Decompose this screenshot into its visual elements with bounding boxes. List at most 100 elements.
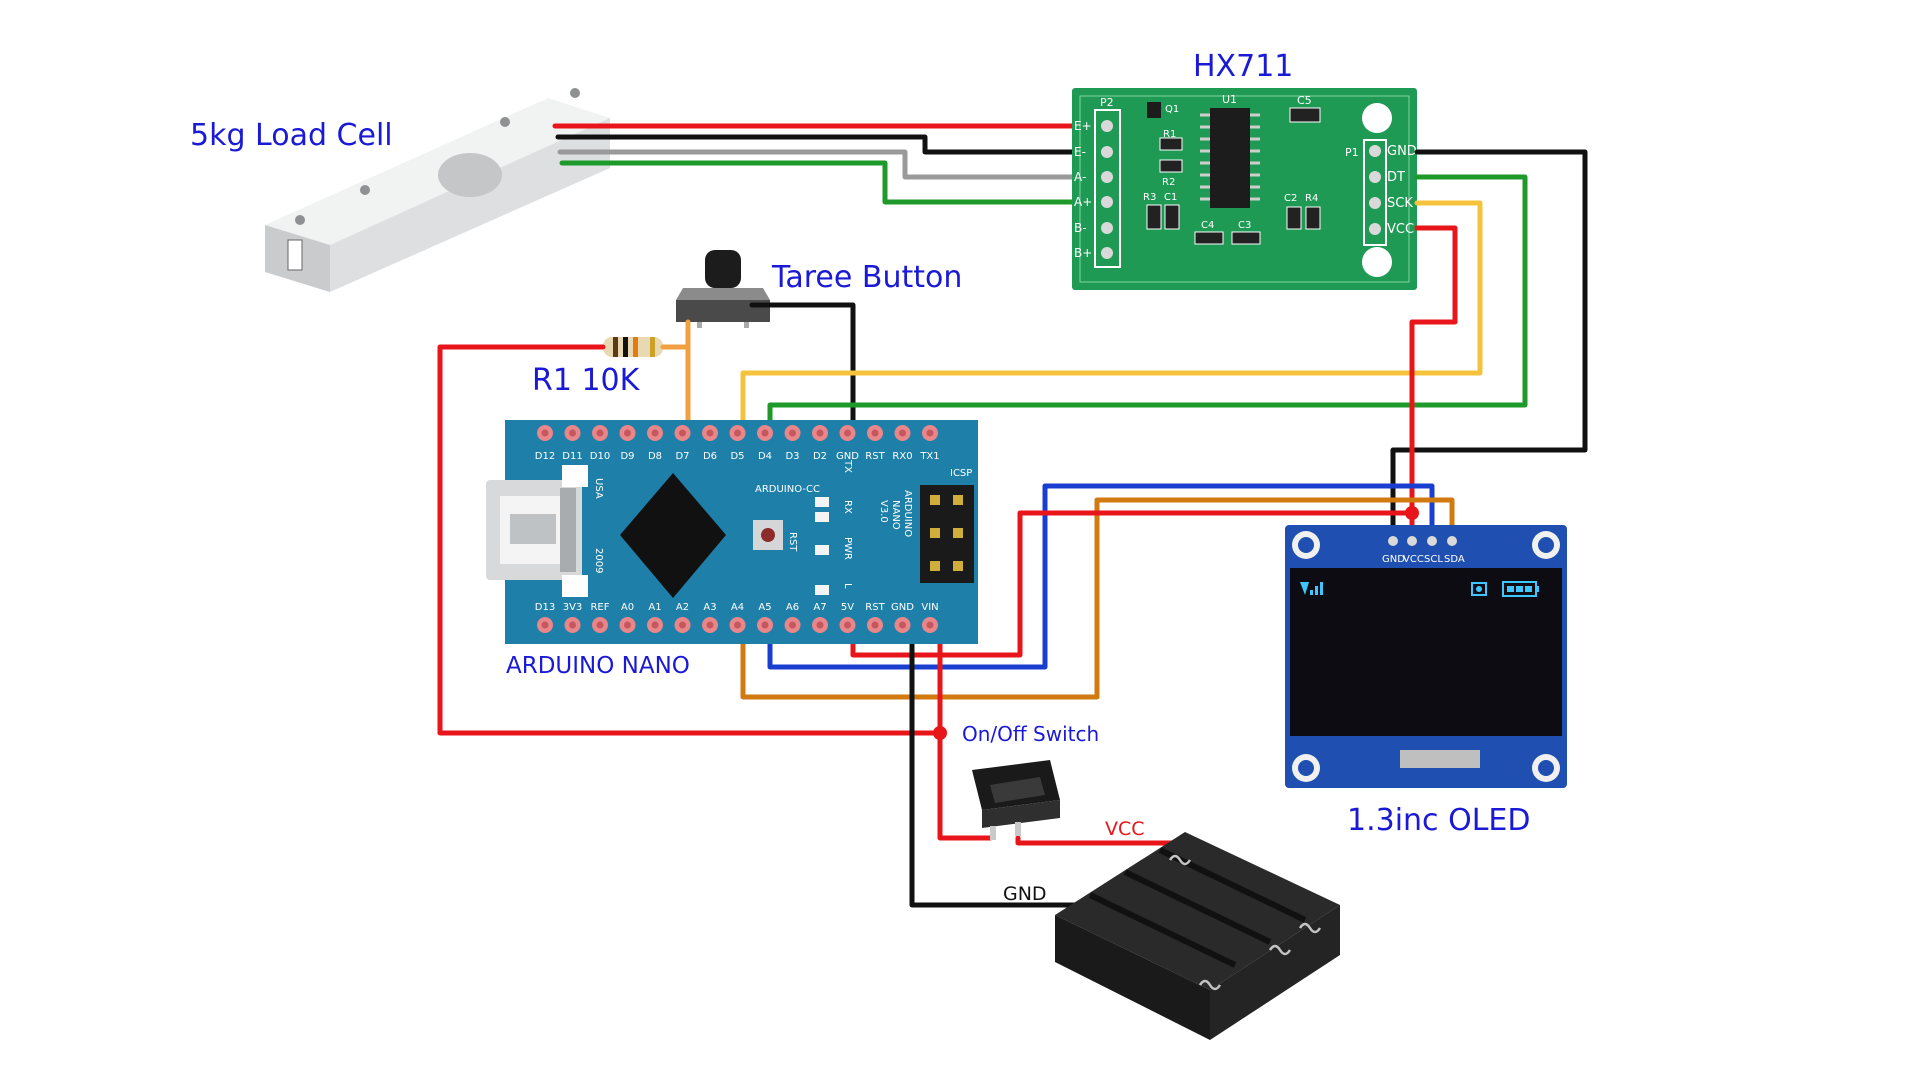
hx711-u1-chip [1210, 108, 1250, 208]
nano-bottom-pin-label-a7: A7 [813, 602, 826, 613]
nano-led-tx: TX [842, 459, 853, 473]
nano-led-rx: RX [842, 500, 853, 514]
hx711-pin-e-plus: E+ [1074, 119, 1092, 133]
nano-bottom-pad-hole-a4 [734, 621, 741, 629]
nano-bottom-pin-label-3v3: 3V3 [563, 602, 583, 613]
wire-black-e-minus [555, 134, 1078, 155]
wire-red-5v [850, 510, 1415, 658]
vcc-wire-label: VCC [1105, 818, 1145, 840]
battery-holder [1055, 832, 1340, 1040]
nano-top-pin-label-d12: D12 [535, 451, 555, 462]
wire-orange-sda [740, 497, 1455, 700]
wire-red-hx711-vcc [1409, 225, 1458, 543]
nano-top-pad-hole-d7 [679, 429, 686, 437]
nano-bottom-pin-label-gnd: GND [891, 602, 914, 613]
nano-bottom-pin-label-a3: A3 [703, 602, 716, 613]
wire-grey-a-minus [557, 149, 1078, 180]
battery-icon [1502, 581, 1539, 597]
nano-bottom-pad-hole-d13 [541, 621, 549, 629]
arduino-nano: RST TX RX PWR L ARDUINO-CC ARDUINO NANO … [486, 420, 978, 644]
nano-bottom-pin-label-rst: RST [865, 602, 885, 613]
wire-orange-r1-to-d7 [660, 319, 691, 350]
hx711-r2-label: R2 [1162, 177, 1175, 188]
r1-resistor [603, 337, 663, 357]
nano-rst-label: RST [787, 532, 798, 552]
nano-bottom-pad-hole-a7 [816, 621, 824, 629]
nano-bottom-pin-label-5v: 5V [841, 602, 854, 613]
nano-bottom-pin-label-a0: A0 [621, 602, 634, 613]
nano-model-line3: V3.0 [878, 500, 889, 523]
onoff-switch [972, 760, 1060, 840]
hx711-q1-label: Q1 [1165, 104, 1179, 115]
hx711-p2-label: P2 [1100, 96, 1114, 109]
hx711-pin-sck: SCK [1387, 196, 1413, 211]
hx711-pin-gnd: GND [1387, 144, 1417, 159]
signal-icon [1300, 582, 1323, 595]
nano-top-pad-hole-d8 [651, 429, 659, 437]
junction-dot [933, 726, 947, 740]
hx711-pin-dt: DT [1387, 170, 1405, 185]
nano-top-pad-hole-gnd [844, 429, 851, 437]
nano-bottom-pin-label-a2: A2 [676, 602, 689, 613]
nano-bottom-pads [537, 617, 938, 633]
nano-bottom-pad-hole-a1 [651, 621, 659, 629]
oled-module: GND VCC SCL SDA [1285, 525, 1567, 788]
hx711-left-pads [1101, 120, 1113, 259]
nano-top-pin-label-d7: D7 [675, 451, 689, 462]
nano-icsp-label: ICSP [950, 468, 972, 479]
oled-pin-gnd: GND [1382, 554, 1405, 565]
load-cell-wires [552, 123, 1078, 205]
nano-bottom-pad-hole-a5 [761, 621, 769, 629]
nano-bottom-pin-label-vin: VIN [921, 602, 938, 613]
load-cell-label: 5kg Load Cell [190, 118, 393, 153]
taree-button [676, 250, 770, 328]
nano-arduino-cc: ARDUINO-CC [755, 484, 820, 495]
oled-screen [1290, 568, 1562, 736]
hx711-module: E+ E- A- A+ B- B+ P2 U1 Q1 C5 R1 R2 R3 C… [1072, 88, 1417, 290]
oled-pin-vcc: VCC [1403, 554, 1424, 565]
hx711-label: HX711 [1193, 49, 1293, 84]
hx711-pin-b-plus: B+ [1074, 246, 1092, 260]
nano-bottom-pin-label-a5: A5 [758, 602, 771, 613]
circuit-wires [437, 149, 1588, 908]
nano-top-pin-label-d5: D5 [730, 451, 744, 462]
oled-label: 1.3inc OLED [1347, 803, 1530, 838]
load-cell [265, 88, 610, 292]
hx711-r3-label: R3 [1143, 192, 1156, 203]
hx711-pin-e-minus: E- [1074, 145, 1086, 159]
nano-model-line1: ARDUINO [902, 490, 913, 537]
nano-top-pad-hole-rst [871, 429, 879, 437]
nano-top-pin-label-d6: D6 [703, 451, 717, 462]
nano-top-pad-hole-d12 [541, 429, 549, 437]
wire-green-dt [767, 174, 1528, 435]
nano-top-pad-hole-d11 [569, 429, 576, 437]
nano-bottom-pad-hole-rst [871, 621, 879, 629]
hx711-pin-vcc: VCC [1387, 222, 1414, 237]
camera-icon [1471, 582, 1487, 596]
wire-red-vin [937, 622, 993, 841]
hx711-c4-label: C4 [1201, 220, 1214, 231]
hx711-c2-label: C2 [1284, 193, 1297, 204]
nano-bottom-pin-label-ref: REF [590, 602, 609, 613]
hx711-u1-label: U1 [1222, 93, 1237, 106]
hx711-r1-label: R1 [1163, 129, 1176, 140]
oled-pin-scl: SCL [1424, 554, 1443, 565]
nano-bottom-pad-hole-ref [596, 621, 604, 629]
nano-top-pin-label-d3: D3 [785, 451, 799, 462]
nano-icsp-header [920, 485, 974, 583]
arduino-nano-label: ARDUINO NANO [506, 653, 690, 679]
nano-bottom-pad-hole-a3 [706, 621, 714, 629]
nano-top-pin-label-d2: D2 [813, 451, 827, 462]
hx711-c1-label: C1 [1164, 192, 1177, 203]
nano-top-pin-label-rst: RST [865, 451, 885, 462]
nano-led-l: L [842, 583, 853, 589]
hx711-pin-b-minus: B- [1074, 221, 1087, 235]
nano-year-label: 2009 [593, 548, 604, 573]
nano-top-pin-label-rx0: RX0 [892, 451, 912, 462]
wire-red-switch-vcc [1015, 835, 1178, 846]
oled-pins [1388, 536, 1457, 546]
nano-top-pin-label-d10: D10 [590, 451, 610, 462]
wire-red-r1-to-switch [437, 344, 943, 736]
